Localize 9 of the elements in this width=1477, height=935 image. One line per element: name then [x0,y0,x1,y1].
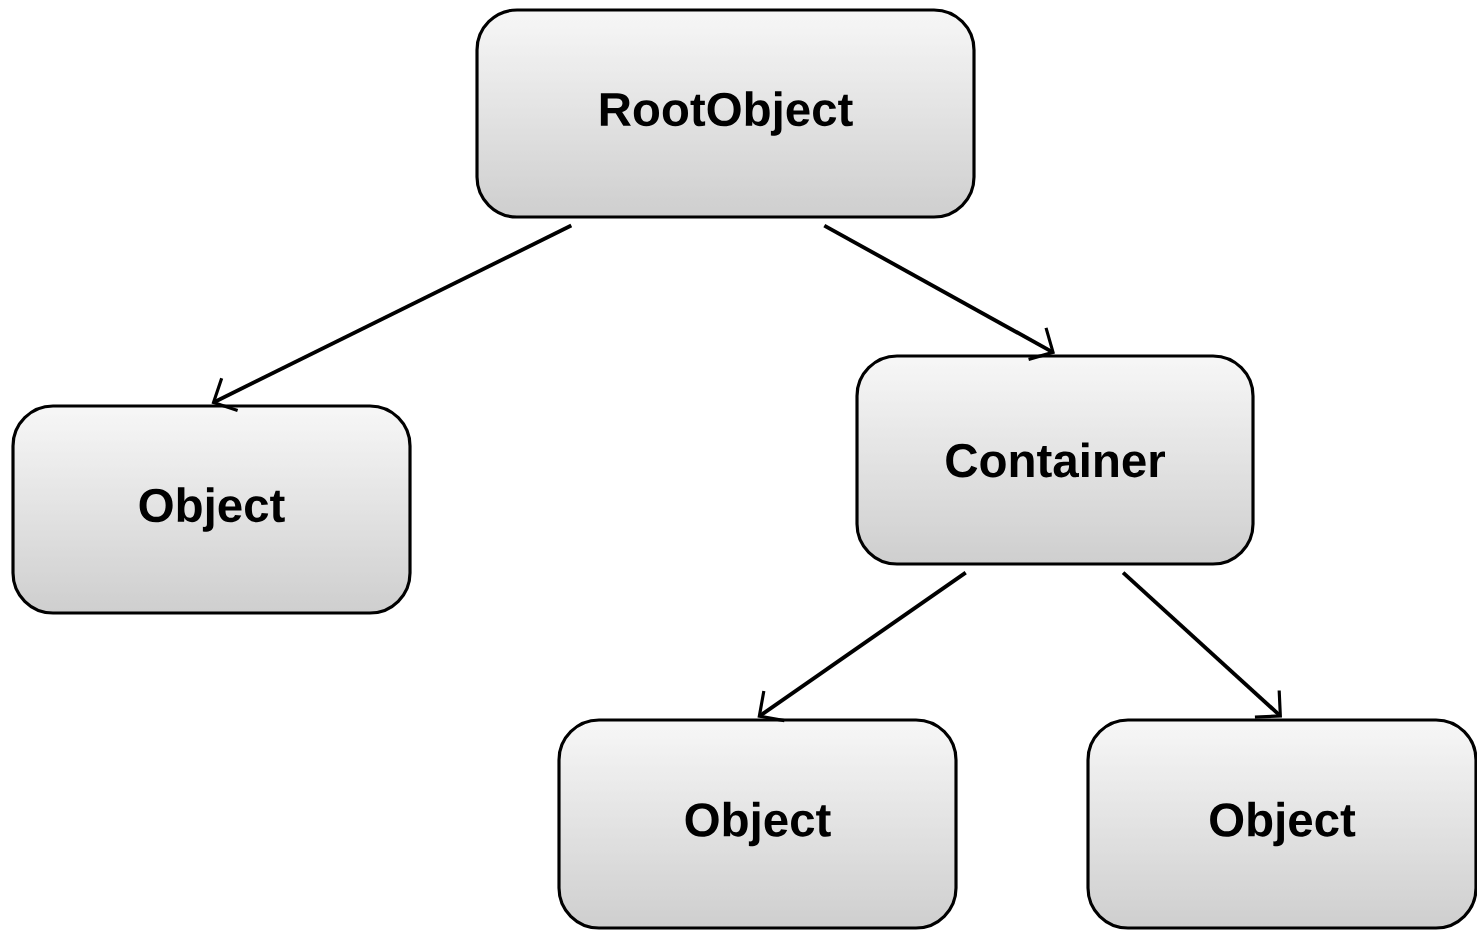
process-box: Object [557,718,958,930]
process-box: Object [1086,718,1477,930]
arrow [1121,571,1282,719]
process-box: Container [855,354,1255,566]
arrow [823,223,1055,361]
arrow [757,571,967,723]
arrow [211,223,573,413]
process-box: RootObject [475,8,976,219]
process-box: Object [11,404,412,615]
